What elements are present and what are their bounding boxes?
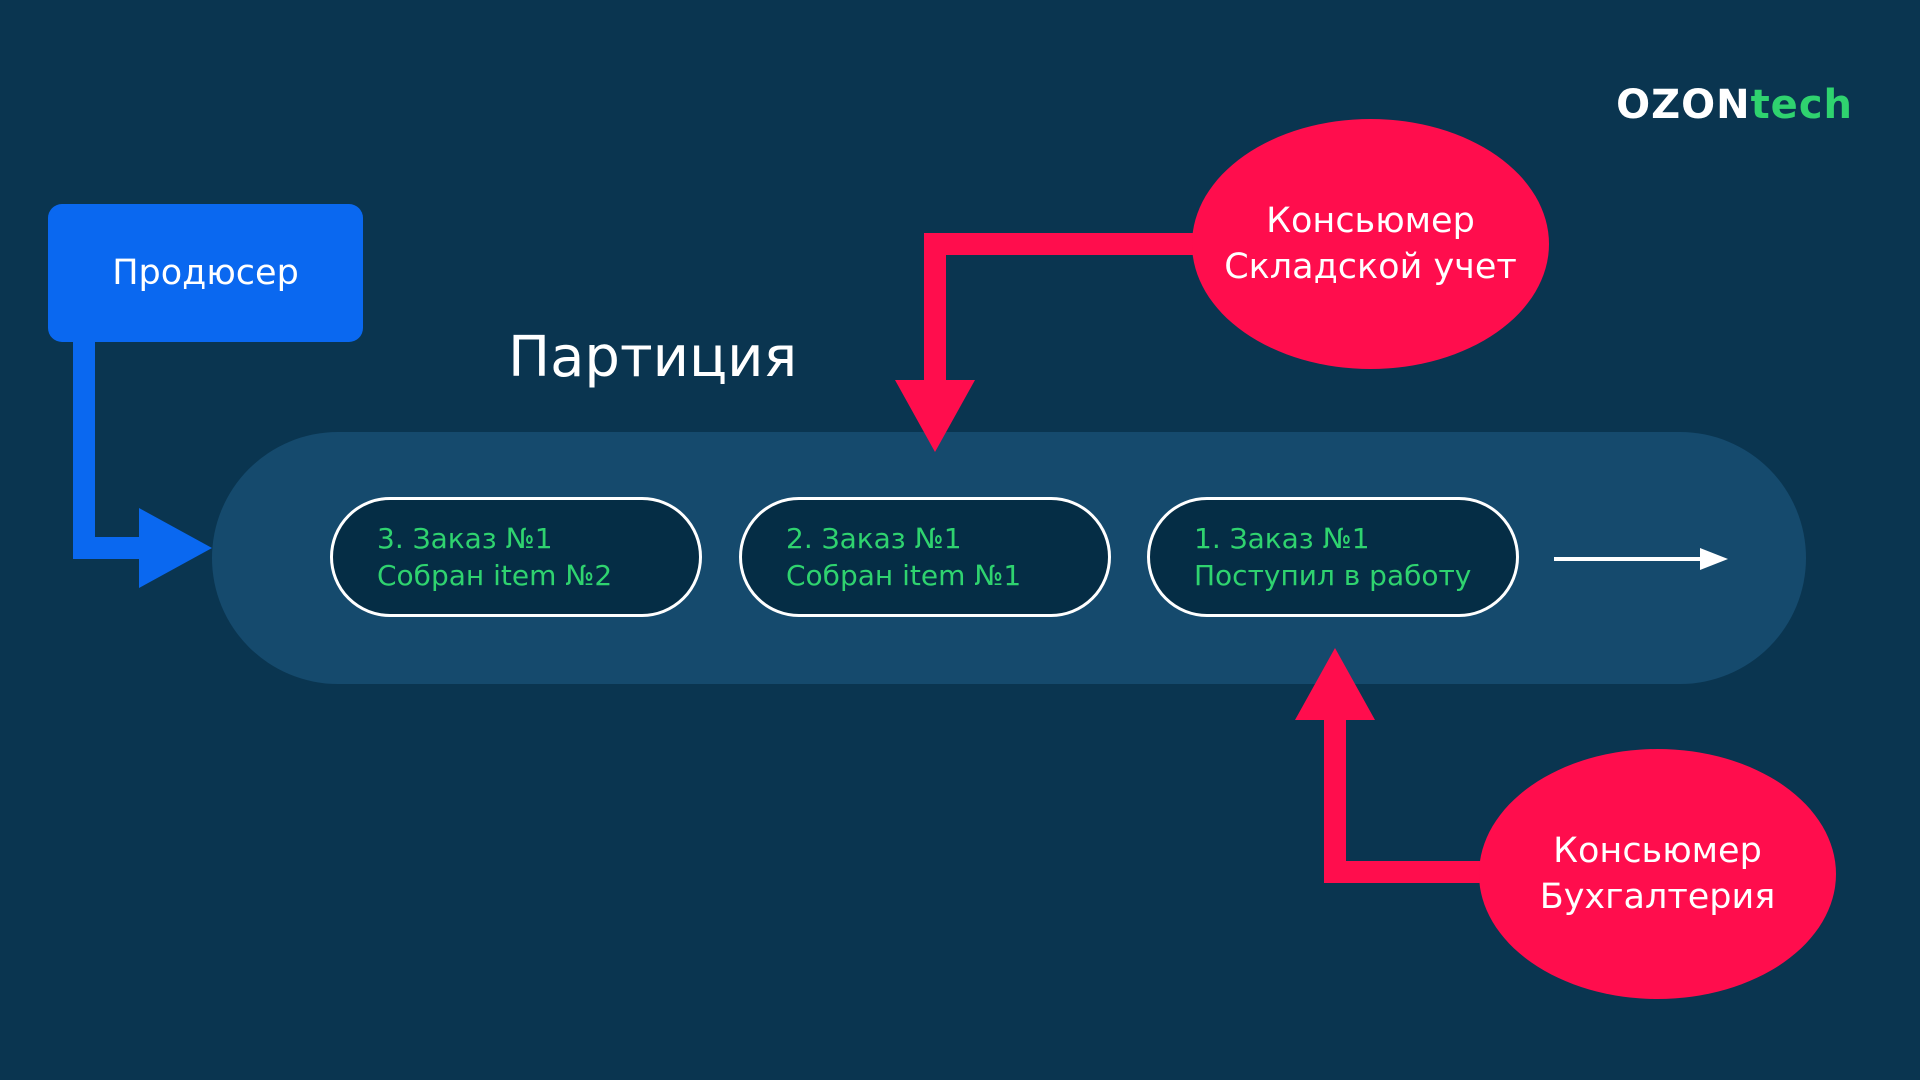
producer-box: Продюсер — [48, 204, 363, 342]
consumer-warehouse-line2: Складской учет — [1224, 247, 1517, 287]
message-3-line2: Собран item №2 — [377, 559, 613, 592]
message-1-line1: 1. Заказ №1 — [1194, 522, 1370, 555]
message-1: 1. Заказ №1 Поступил в работу — [1147, 497, 1519, 617]
message-2-line2: Собран item №1 — [786, 559, 1022, 592]
consumer-accounting-arrow — [1295, 648, 1490, 883]
consumer-warehouse: Консьюмер Складской учет — [1192, 119, 1549, 369]
logo-word: OZON — [1616, 82, 1751, 128]
message-3-line1: 3. Заказ №1 — [377, 522, 553, 555]
partition-title: Партиция — [508, 325, 798, 390]
consumer-warehouse-arrow — [895, 233, 1200, 452]
ozon-tech-logo: OZONtech — [1616, 80, 1853, 130]
message-2: 2. Заказ №1 Собран item №1 — [739, 497, 1111, 617]
message-1-line2: Поступил в работу — [1194, 559, 1472, 592]
consumer-warehouse-line1: Консьюмер — [1266, 201, 1475, 241]
logo-suffix: tech — [1750, 82, 1853, 128]
message-3: 3. Заказ №1 Собран item №2 — [330, 497, 702, 617]
producer-label: Продюсер — [112, 253, 299, 293]
consumer-accounting-line2: Бухгалтерия — [1539, 877, 1776, 917]
producer-arrow — [73, 342, 212, 588]
consumer-accounting: Консьюмер Бухгалтерия — [1479, 749, 1836, 999]
flow-direction-arrow — [1554, 548, 1728, 570]
consumer-accounting-line1: Консьюмер — [1553, 831, 1762, 871]
message-2-line1: 2. Заказ №1 — [786, 522, 962, 555]
